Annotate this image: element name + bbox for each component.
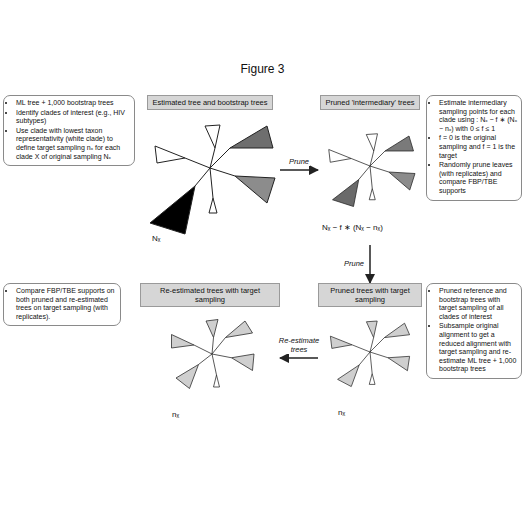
tree-panel: Pruned 'intermediary' trees bbox=[318, 95, 422, 245]
bullet-text: Estimate intermediary sampling points fo… bbox=[439, 99, 518, 133]
edge-label: Prune bbox=[343, 260, 365, 269]
bullet-text: Compare FBP/TBE supports on both pruned … bbox=[16, 287, 117, 321]
arrow-connector bbox=[280, 357, 318, 359]
arrow-connector bbox=[369, 245, 371, 283]
bullet-text: Pruned reference and bootstrap trees wit… bbox=[439, 287, 518, 321]
arrow-connector bbox=[280, 169, 318, 171]
figure-title: Figure 3 bbox=[0, 62, 525, 76]
bullet-text: Subsample original alignment to get a re… bbox=[439, 322, 518, 374]
tree-figure bbox=[172, 320, 255, 389]
tree-panel: Pruned trees with target sampling bbox=[318, 283, 422, 433]
bullet-text: ML tree + 1,000 bootstrap trees bbox=[16, 99, 131, 108]
panel-header: Pruned trees with target sampling bbox=[318, 283, 422, 307]
sampling-label: Nₓ bbox=[152, 234, 160, 243]
edge-label: Prune bbox=[288, 158, 310, 167]
bullet-text: f = 0 is the original sampling and f = 1… bbox=[439, 134, 518, 160]
tree-panel: Estimated tree and bootstrap trees bbox=[140, 95, 280, 245]
panel-header: Estimated tree and bootstrap trees bbox=[147, 95, 272, 110]
bullet-text: Use clade with lowest taxon representati… bbox=[16, 127, 131, 161]
sampling-label: Nₓ − f ∗ (Nₓ − nₓ) bbox=[322, 223, 383, 232]
sampling-label: nₓ bbox=[172, 410, 179, 419]
tree-figure bbox=[150, 125, 275, 234]
note-box: ML tree + 1,000 bootstrap treesIdentify … bbox=[3, 95, 135, 166]
bullet-text: Identify clades of interest (e.g., HIV s… bbox=[16, 109, 131, 126]
panel-header: Pruned 'intermediary' trees bbox=[320, 95, 419, 110]
edge-label: Re-estimate trees bbox=[272, 337, 326, 354]
panel-header: Re-estimated trees with target sampling bbox=[140, 283, 280, 307]
tree-figure bbox=[329, 134, 415, 207]
bullet-text: Randomly prune leaves (with replicates) … bbox=[439, 161, 518, 195]
tree-figure bbox=[330, 321, 409, 387]
note-box: Compare FBP/TBE supports on both pruned … bbox=[3, 283, 121, 326]
note-box: Estimate intermediary sampling points fo… bbox=[426, 95, 522, 201]
sampling-label: nₓ bbox=[338, 408, 345, 417]
note-box: Pruned reference and bootstrap trees wit… bbox=[426, 283, 522, 379]
tree-panel: Re-estimated trees with target sampling bbox=[140, 283, 280, 433]
